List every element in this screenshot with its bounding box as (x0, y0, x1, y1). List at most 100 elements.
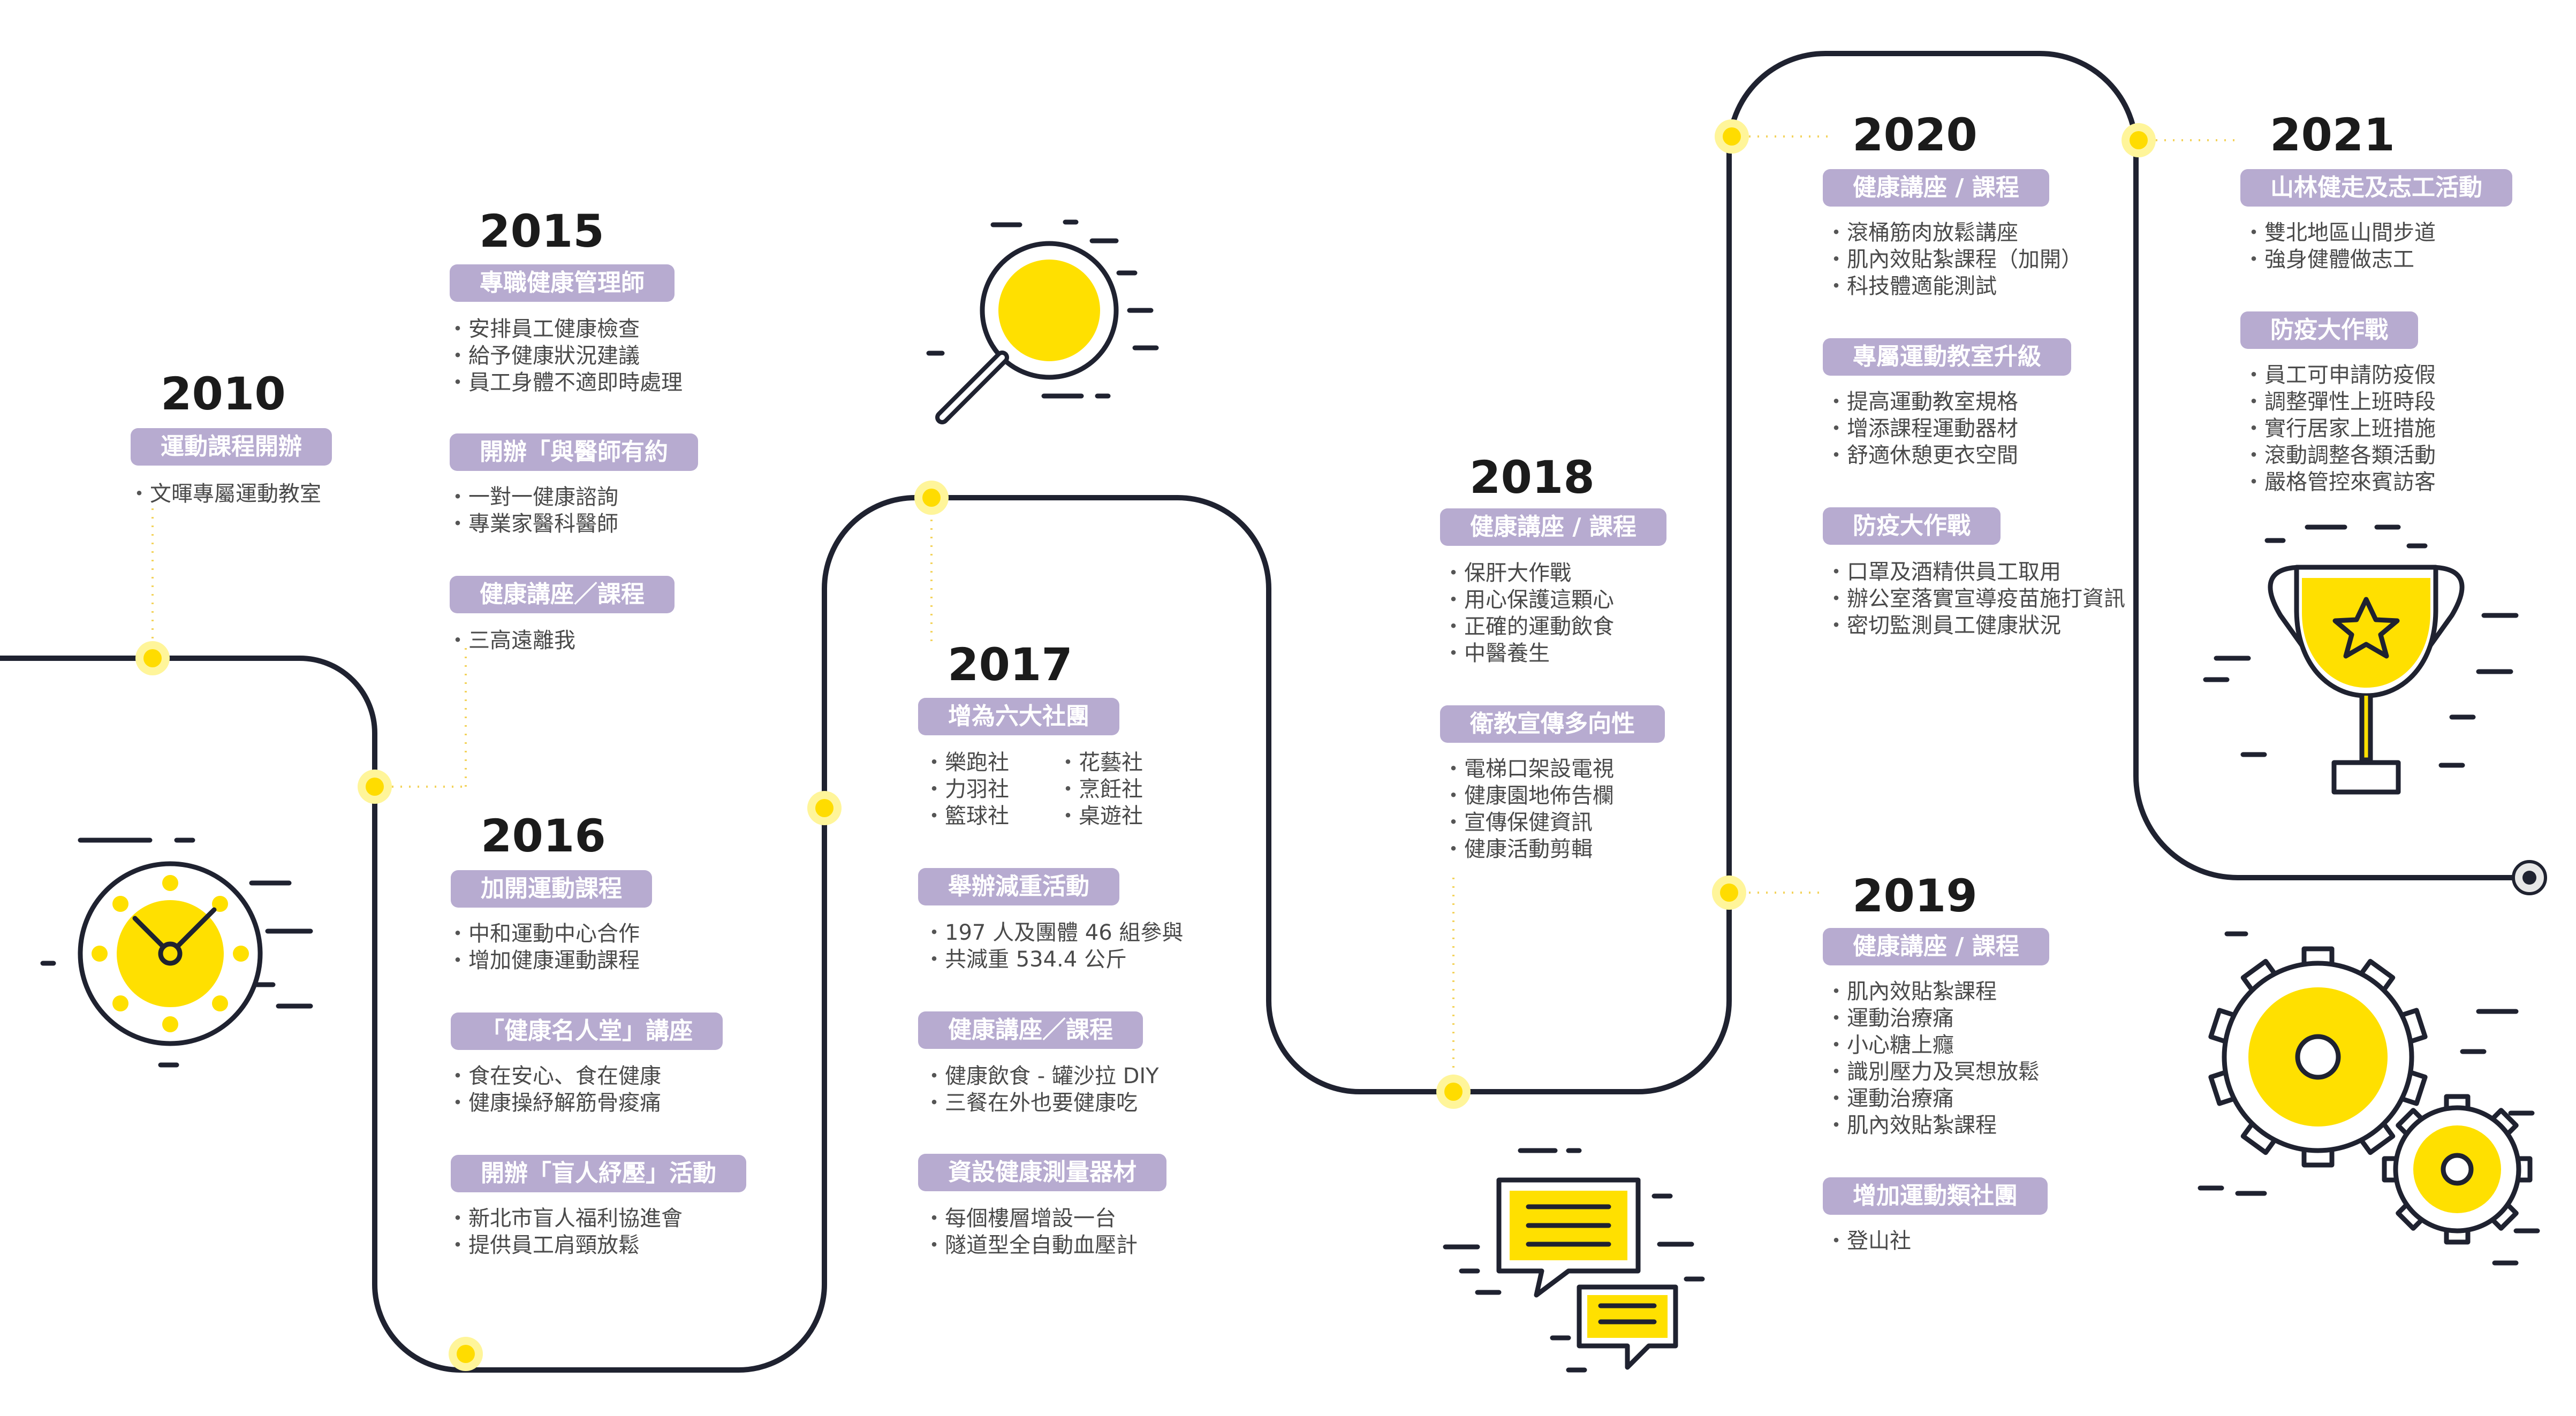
list-item: 實行居家上班措施 (2243, 415, 2436, 442)
section-title: 開辦「與醫師有約 (450, 433, 698, 471)
list-item: 密切監測員工健康狀況 (1825, 612, 2125, 639)
section-title: 舉辦減重活動 (918, 868, 1119, 905)
section-title: 加開運動課程 (451, 870, 652, 908)
list-item: 運動治療痛 (1825, 1085, 2040, 1112)
trophy-icon (2203, 524, 2519, 795)
list-item: 保肝大作戰 (1443, 560, 1614, 587)
list-item: 用心保護這顆心 (1443, 587, 1614, 613)
section-list: 一對一健康諮詢 專業家醫科醫師 (447, 484, 618, 537)
section-title: 增加運動類社團 (1823, 1177, 2048, 1215)
section-title: 開辦「盲人紓壓」活動 (451, 1155, 746, 1192)
section-list: 登山社 (1825, 1228, 1911, 1254)
section-list: 口罩及酒精供員工取用 辦公室落實宣導疫苗施打資訊 密切監測員工健康狀況 (1825, 559, 2125, 639)
list-item: 新北市盲人福利協進會 (447, 1205, 683, 1232)
section-list: 雙北地區山間步道 強身健體做志工 (2243, 219, 2436, 273)
list-item: 花藝社 (1057, 749, 1143, 776)
list-item: 力羽社 (923, 776, 1009, 803)
list-item: 三餐在外也要健康吃 (923, 1090, 1159, 1116)
list-item: 登山社 (1825, 1228, 1911, 1254)
list-item: 電梯口架設電視 (1443, 756, 1614, 782)
list-item: 健康活動剪輯 (1443, 836, 1614, 863)
year-2016: 2016 (481, 810, 606, 862)
list-item: 增添課程運動器材 (1825, 415, 2018, 442)
list-item: 強身健體做志工 (2243, 246, 2436, 273)
list-item: 嚴格管控來賓訪客 (2243, 469, 2436, 496)
section-list: 員工可申請防疫假 調整彈性上班時段 實行居家上班措施 滾動調整各類活動 嚴格管控… (2243, 362, 2436, 496)
clock-icon (40, 838, 313, 1068)
speech-bubbles-icon (1443, 1148, 1705, 1373)
list-item: 每個樓層增設一台 (923, 1205, 1138, 1232)
list-item: 食在安心、食在健康 (447, 1063, 661, 1090)
list-item: 滾動調整各類活動 (2243, 442, 2436, 469)
list-item: 中醫養生 (1443, 640, 1614, 667)
list-item: 雙北地區山間步道 (2243, 219, 2436, 246)
connectors (151, 135, 2238, 1081)
section-list: 新北市盲人福利協進會 提供員工肩頸放鬆 (447, 1205, 683, 1259)
gears-icon (2198, 931, 2540, 1266)
year-2018: 2018 (1469, 451, 1595, 504)
section-title: 防疫大作戰 (2240, 311, 2418, 349)
section-title: 運動課程開辦 (131, 428, 332, 466)
list-item: 員工身體不適即時處理 (447, 369, 683, 396)
section-list: 197 人及團體 46 組參與 共減重 534.4 公斤 (923, 919, 1183, 973)
section-title: 增為六大社團 (918, 698, 1119, 735)
section-title: 衛教宣傳多向性 (1440, 705, 1665, 743)
list-item: 健康飲食 - 罐沙拉 DIY (923, 1063, 1159, 1090)
list-item: 識別壓力及冥想放鬆 (1825, 1059, 2040, 1085)
section-list: 保肝大作戰 用心保護這顆心 正確的運動飲食 中醫養生 (1443, 560, 1614, 667)
list-item: 安排員工健康檢查 (447, 316, 683, 342)
year-2017: 2017 (948, 638, 1073, 691)
section-title: 防疫大作戰 (1823, 507, 2001, 545)
list-item: 小心糖上癮 (1825, 1032, 2040, 1059)
list-item: 舒適休憩更衣空間 (1825, 442, 2018, 469)
list-item: 桌遊社 (1057, 803, 1143, 829)
section-list: 肌內效貼紮課程 運動治療痛 小心糖上癮 識別壓力及冥想放鬆 運動治療痛 肌內效貼… (1825, 978, 2040, 1139)
section-title: 健康講座／課程 (918, 1011, 1143, 1049)
section-title: 健康講座／課程 (450, 576, 675, 613)
list-item: 籃球社 (923, 803, 1009, 829)
list-item: 健康操紓解筋骨痠痛 (447, 1090, 661, 1116)
section-title: 健康講座 / 課程 (1823, 169, 2049, 207)
list-item: 專業家醫科醫師 (447, 511, 618, 537)
year-2020: 2020 (1852, 109, 1978, 161)
section-list: 樂跑社 力羽社 籃球社 (923, 749, 1009, 829)
list-item: 滾桶筋肉放鬆講座 (1825, 219, 2082, 246)
list-item: 提供員工肩頸放鬆 (447, 1232, 683, 1259)
section-title: 健康講座 / 課程 (1440, 508, 1666, 546)
list-item: 辦公室落實宣導疫苗施打資訊 (1825, 585, 2125, 612)
year-2010: 2010 (161, 368, 286, 420)
list-item: 文暉專屬運動教室 (128, 481, 321, 507)
list-item: 肌內效貼紮課程 (1825, 1112, 2040, 1139)
section-title: 健康講座 / 課程 (1823, 928, 2049, 965)
section-list: 電梯口架設電視 健康園地佈告欄 宣傳保健資訊 健康活動剪輯 (1443, 756, 1614, 863)
list-item: 中和運動中心合作 (447, 920, 640, 947)
year-2021: 2021 (2270, 109, 2395, 161)
magnifier-icon (926, 219, 1159, 424)
list-item: 運動治療痛 (1825, 1005, 2040, 1032)
year-2019: 2019 (1852, 870, 1978, 922)
section-list: 提高運動教室規格 增添課程運動器材 舒適休憩更衣空間 (1825, 389, 2018, 469)
timeline-nodes (135, 119, 2547, 1371)
list-item: 提高運動教室規格 (1825, 389, 2018, 415)
section-list: 每個樓層增設一台 隧道型全自動血壓計 (923, 1205, 1138, 1259)
section-list: 中和運動中心合作 增加健康運動課程 (447, 920, 640, 974)
list-item: 員工可申請防疫假 (2243, 362, 2436, 389)
section-title: 專職健康管理師 (450, 264, 675, 302)
list-item: 調整彈性上班時段 (2243, 389, 2436, 415)
section-list: 文暉專屬運動教室 (128, 481, 321, 507)
list-item: 烹飪社 (1057, 776, 1143, 803)
list-item: 口罩及酒精供員工取用 (1825, 559, 2125, 585)
list-item: 肌內效貼紮課程 (1825, 978, 2040, 1005)
list-item: 科技體適能測試 (1825, 273, 2082, 300)
list-item: 197 人及團體 46 組參與 (923, 919, 1183, 946)
timeline-path (0, 51, 2529, 1373)
list-item: 增加健康運動課程 (447, 947, 640, 974)
list-item: 共減重 534.4 公斤 (923, 946, 1183, 973)
list-item: 給予健康狀況建議 (447, 342, 683, 369)
section-list: 滾桶筋肉放鬆講座 肌內效貼紮課程（加開） 科技體適能測試 (1825, 219, 2082, 300)
list-item: 隧道型全自動血壓計 (923, 1232, 1138, 1259)
list-item: 樂跑社 (923, 749, 1009, 776)
section-list: 健康飲食 - 罐沙拉 DIY 三餐在外也要健康吃 (923, 1063, 1159, 1116)
list-item: 一對一健康諮詢 (447, 484, 618, 511)
